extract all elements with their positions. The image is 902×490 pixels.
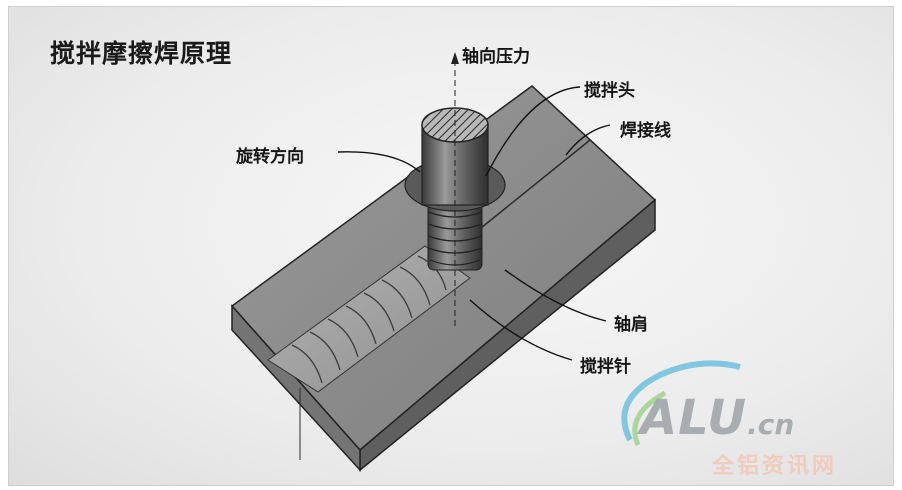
label-axial-pressure: 轴向压力 bbox=[462, 47, 530, 67]
leader-lines bbox=[337, 86, 611, 361]
axial-arrow bbox=[451, 52, 459, 64]
watermark-logo-domain: .cn bbox=[747, 408, 795, 441]
diagram-title: 搅拌摩擦焊原理 bbox=[50, 39, 233, 68]
label-stir-pin: 搅拌针 bbox=[580, 357, 631, 377]
alu-logo-swoosh-icon bbox=[621, 360, 741, 446]
label-rotation-direction: 旋转方向 bbox=[236, 147, 304, 167]
watermark-logo-main: ALU bbox=[640, 390, 748, 446]
plate-end-face bbox=[231, 304, 361, 472]
label-weld-line: 焊接线 bbox=[620, 121, 671, 141]
watermark-subtitle: 全铝资讯网 bbox=[712, 454, 838, 479]
label-stir-head: 搅拌头 bbox=[584, 81, 635, 101]
label-shoulder: 轴肩 bbox=[614, 315, 648, 335]
watermark-logo: ALU.cn bbox=[640, 390, 794, 446]
